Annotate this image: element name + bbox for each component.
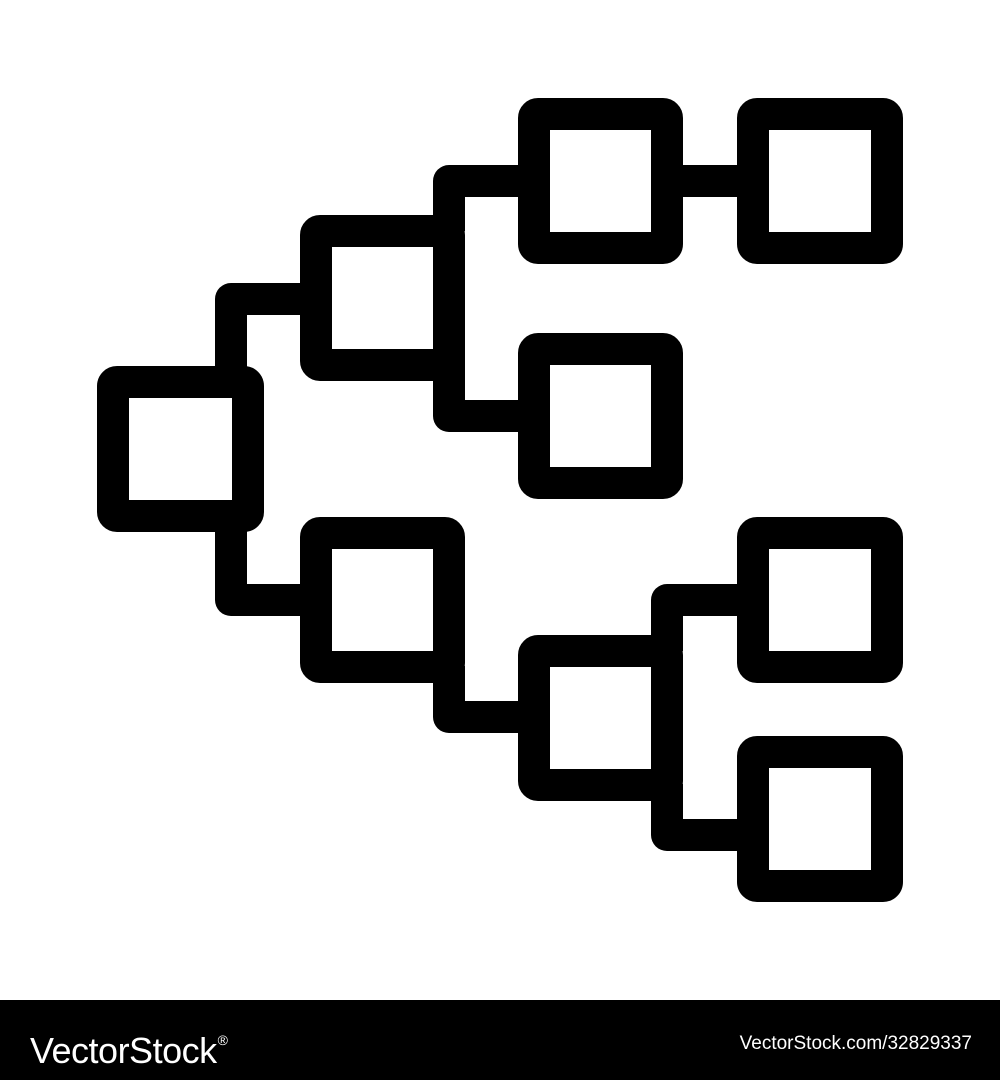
registered-mark: ®	[217, 1032, 228, 1048]
tree-node	[518, 333, 683, 499]
tree-node	[737, 98, 903, 264]
connector-line	[651, 784, 753, 851]
tree-node	[300, 215, 465, 381]
connector-line	[215, 283, 316, 384]
tree-node	[518, 98, 683, 264]
tree-node-root	[97, 366, 264, 532]
tree-node	[518, 635, 683, 801]
connector-line	[433, 165, 534, 231]
tree-node	[737, 736, 903, 902]
hierarchy-tree-icon	[97, 98, 903, 902]
tree-node	[300, 517, 465, 683]
watermark-footer: VectorStock® VectorStock.com/32829337	[0, 1000, 1000, 1080]
brand-name: VectorStock	[30, 1030, 217, 1071]
connector-line	[651, 584, 753, 651]
connector-line	[215, 516, 316, 616]
connector-line	[433, 666, 534, 733]
tree-node	[737, 517, 903, 683]
brand-logo: VectorStock®	[30, 1019, 228, 1072]
icon-area	[97, 98, 903, 902]
image-reference: VectorStock.com/32829337	[739, 1033, 972, 1054]
